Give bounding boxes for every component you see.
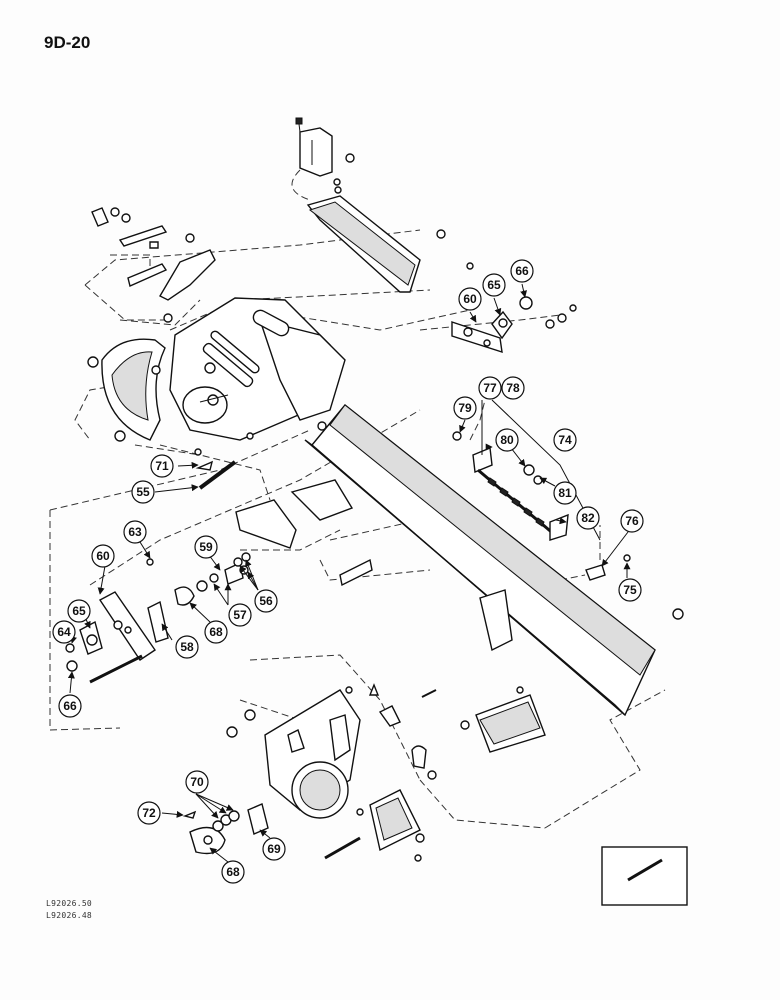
callout-label: 69	[267, 842, 281, 856]
callouts: 66 65 60 77 78 79 80 74 81 82 76 75 71 5…	[52, 259, 644, 884]
callout-77: 77	[478, 376, 502, 400]
callout-label: 57	[233, 608, 247, 622]
callout-81: 81	[553, 481, 577, 505]
callout-60-left: 60	[91, 544, 115, 568]
callout-label: 59	[199, 540, 213, 554]
callout-79: 79	[453, 396, 477, 420]
callout-69: 69	[262, 837, 286, 861]
callout-58: 58	[175, 635, 199, 659]
callout-label: 81	[558, 486, 572, 500]
lower-gearbox-housing	[226, 683, 546, 862]
callout-label: 66	[515, 264, 529, 278]
callout-label: 60	[463, 292, 477, 306]
callout-55: 55	[131, 480, 155, 504]
callout-66-top: 66	[510, 259, 534, 283]
callout-72: 72	[137, 801, 161, 825]
assembly-guide-lines	[49, 169, 666, 829]
callout-label: 63	[128, 525, 142, 539]
callout-63: 63	[123, 520, 147, 544]
left-fan-housing	[87, 313, 173, 442]
callout-56: 56	[254, 589, 278, 613]
callout-label: 65	[487, 278, 501, 292]
callout-76: 76	[620, 509, 644, 533]
callout-75: 75	[618, 578, 642, 602]
callout-71: 71	[150, 454, 174, 478]
inset-detail-box	[601, 846, 688, 906]
right-bearing-group	[451, 296, 577, 354]
callout-65-top: 65	[482, 273, 506, 297]
lower-sprocket-parts	[182, 803, 269, 855]
callout-74: 74	[553, 428, 577, 452]
callout-label: 60	[96, 549, 110, 563]
callout-label: 77	[483, 381, 497, 395]
callout-59: 59	[194, 535, 218, 559]
center-drive-plate	[169, 297, 346, 456]
callout-label: 68	[209, 625, 223, 639]
callout-80: 80	[495, 428, 519, 452]
callout-68-bottom: 68	[221, 860, 245, 884]
reference-code: L92026.48	[46, 911, 93, 920]
callout-label: 70	[190, 775, 204, 789]
callout-label: 71	[155, 459, 169, 473]
callout-label: 64	[57, 625, 71, 639]
callout-64: 64	[52, 620, 76, 644]
callout-label: 68	[226, 865, 240, 879]
callout-label: 74	[558, 433, 572, 447]
left-lower-parts	[65, 460, 373, 684]
callout-label: 78	[506, 381, 520, 395]
top-mounting-bracket	[295, 117, 355, 194]
page-number: 9D-20	[44, 33, 91, 52]
callout-65-left: 65	[67, 599, 91, 623]
callout-label: 76	[625, 514, 639, 528]
callout-78: 78	[501, 376, 525, 400]
callout-label: 80	[500, 433, 514, 447]
callout-66-left: 66	[58, 694, 82, 718]
callout-68-mid: 68	[204, 620, 228, 644]
callout-label: 79	[458, 401, 472, 415]
callout-label: 66	[63, 699, 77, 713]
callout-label: 72	[142, 806, 156, 820]
callout-label: 75	[623, 583, 637, 597]
callout-label: 82	[581, 511, 595, 525]
upper-shield-panel	[306, 195, 474, 293]
reference-code: L92026.50	[46, 899, 93, 908]
left-brackets	[91, 207, 216, 301]
callout-70: 70	[185, 770, 209, 794]
callout-label: 65	[72, 604, 86, 618]
callout-label: 56	[259, 594, 273, 608]
auger-trough	[304, 404, 684, 717]
callout-label: 55	[136, 485, 150, 499]
callout-60-top: 60	[458, 287, 482, 311]
callout-82: 82	[576, 506, 600, 530]
callout-label: 58	[180, 640, 194, 654]
callout-57: 57	[228, 603, 252, 627]
